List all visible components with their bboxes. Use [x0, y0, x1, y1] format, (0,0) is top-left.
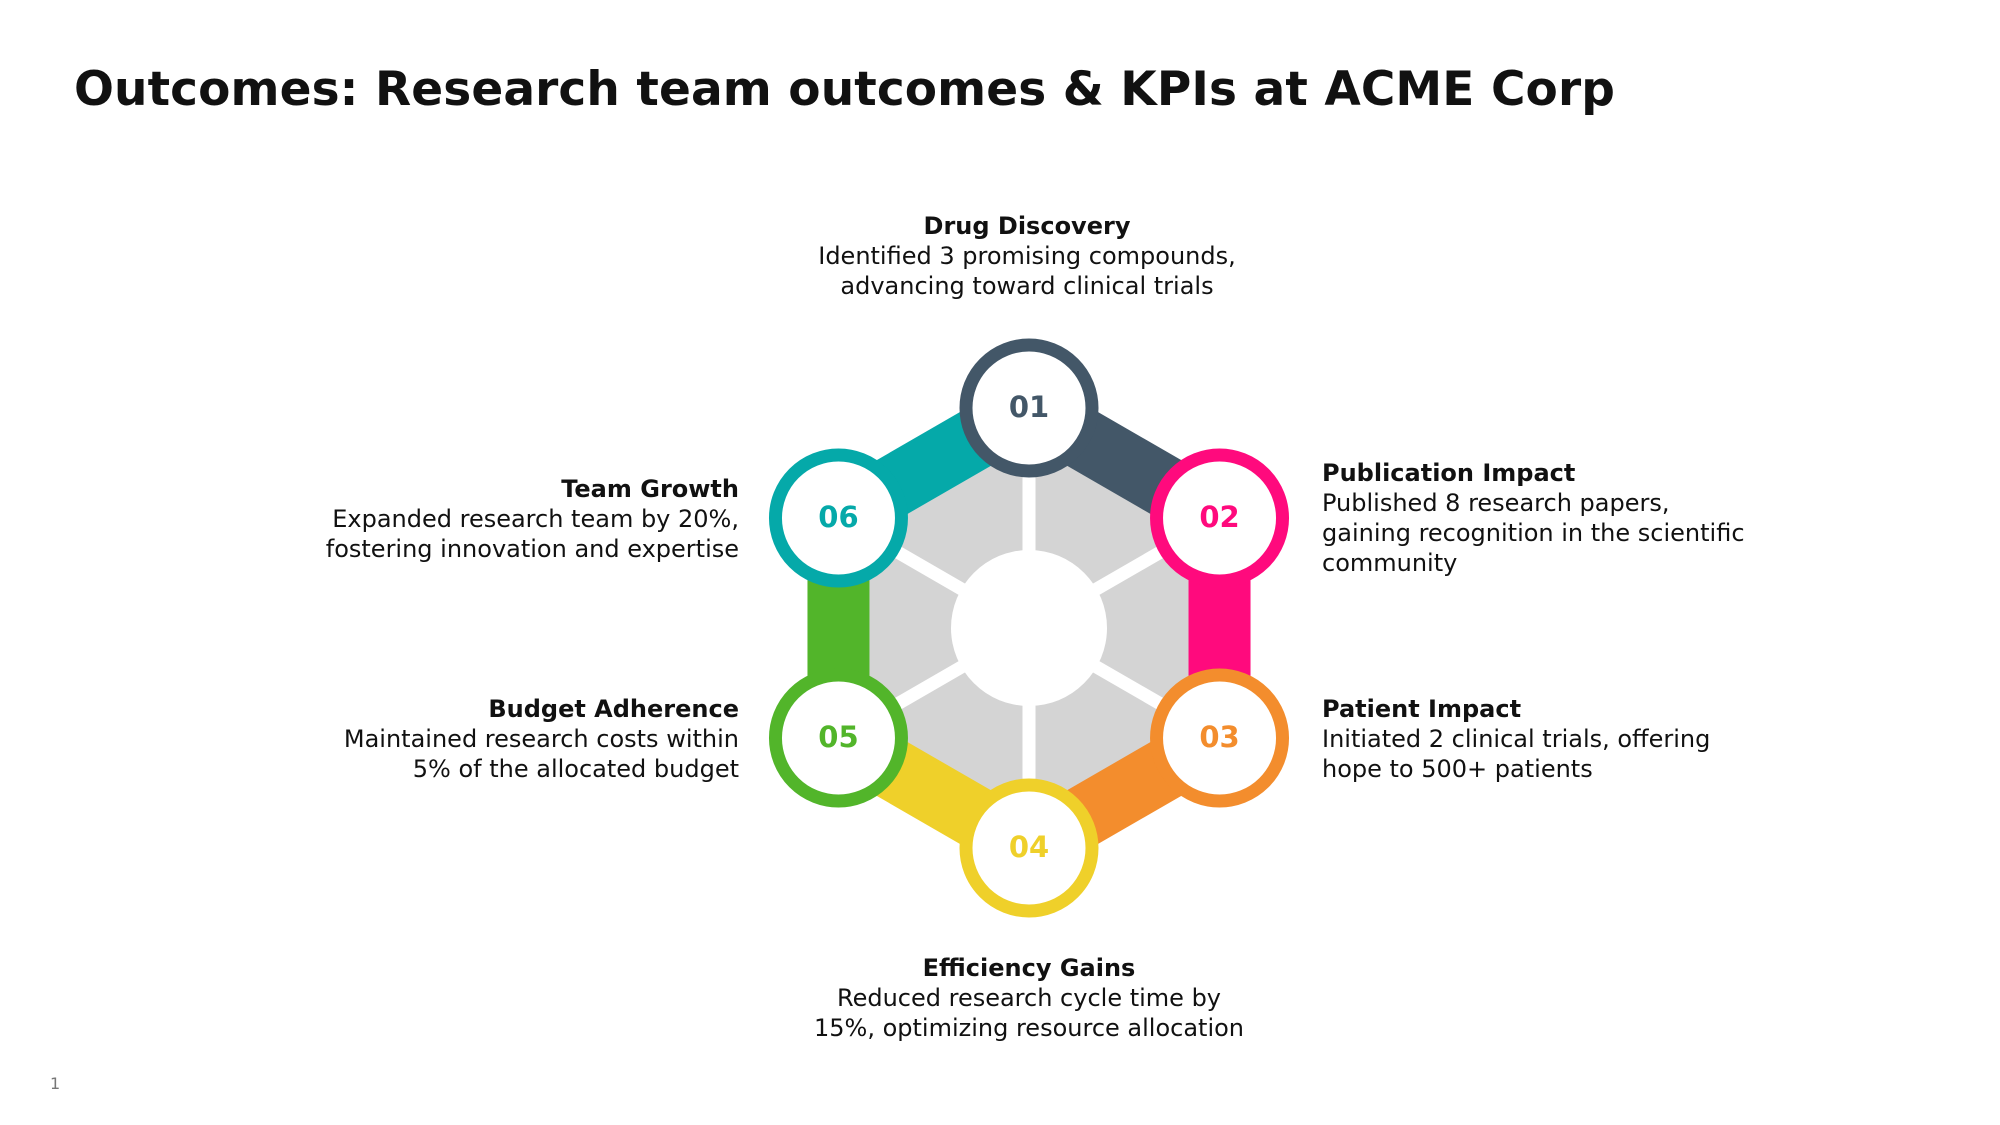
- kpi-text-02: Publication Impact Published 8 research …: [1322, 458, 1762, 578]
- node-circle: [959, 778, 1099, 918]
- node-circle: [959, 338, 1099, 478]
- kpi-title: Patient Impact: [1322, 695, 1522, 723]
- kpi-description: Published 8 research papers, gaining rec…: [1322, 489, 1745, 577]
- kpi-title: Efficiency Gains: [922, 954, 1136, 982]
- node-number: 02: [1199, 500, 1239, 534]
- node-number: 06: [818, 500, 858, 534]
- page-number: 1: [50, 1074, 61, 1093]
- node-circle: [1150, 668, 1290, 808]
- kpi-title: Budget Adherence: [488, 695, 739, 723]
- node-number: 05: [818, 720, 858, 754]
- node-number: 01: [1009, 390, 1049, 424]
- node-number: 04: [1009, 830, 1049, 864]
- page-title: Outcomes: Research team outcomes & KPIs …: [74, 62, 1615, 117]
- kpi-text-01: Drug Discovery Identified 3 promising co…: [807, 211, 1247, 301]
- kpi-text-05: Budget Adherence Maintained research cos…: [299, 694, 739, 784]
- kpi-text-03: Patient Impact Initiated 2 clinical tria…: [1322, 694, 1762, 784]
- kpi-description: Identified 3 promising compounds, advanc…: [818, 242, 1236, 300]
- node-circle: [768, 668, 908, 808]
- kpi-title: Team Growth: [561, 475, 739, 503]
- kpi-description: Reduced research cycle time by 15%, opti…: [813, 984, 1245, 1042]
- node-circle: [1150, 448, 1290, 588]
- node-number: 03: [1199, 720, 1239, 754]
- kpi-text-06: Team Growth Expanded research team by 20…: [299, 474, 739, 564]
- kpi-description: Maintained research costs within 5% of t…: [343, 725, 739, 783]
- kpi-description: Expanded research team by 20%, fostering…: [325, 505, 739, 563]
- hexagon-center: [951, 550, 1107, 706]
- kpi-text-04: Efficiency Gains Reduced research cycle …: [809, 953, 1249, 1043]
- kpi-description: Initiated 2 clinical trials, offering ho…: [1322, 725, 1711, 783]
- kpi-title: Publication Impact: [1322, 459, 1576, 487]
- node-circle: [768, 448, 908, 588]
- kpi-title: Drug Discovery: [923, 212, 1131, 240]
